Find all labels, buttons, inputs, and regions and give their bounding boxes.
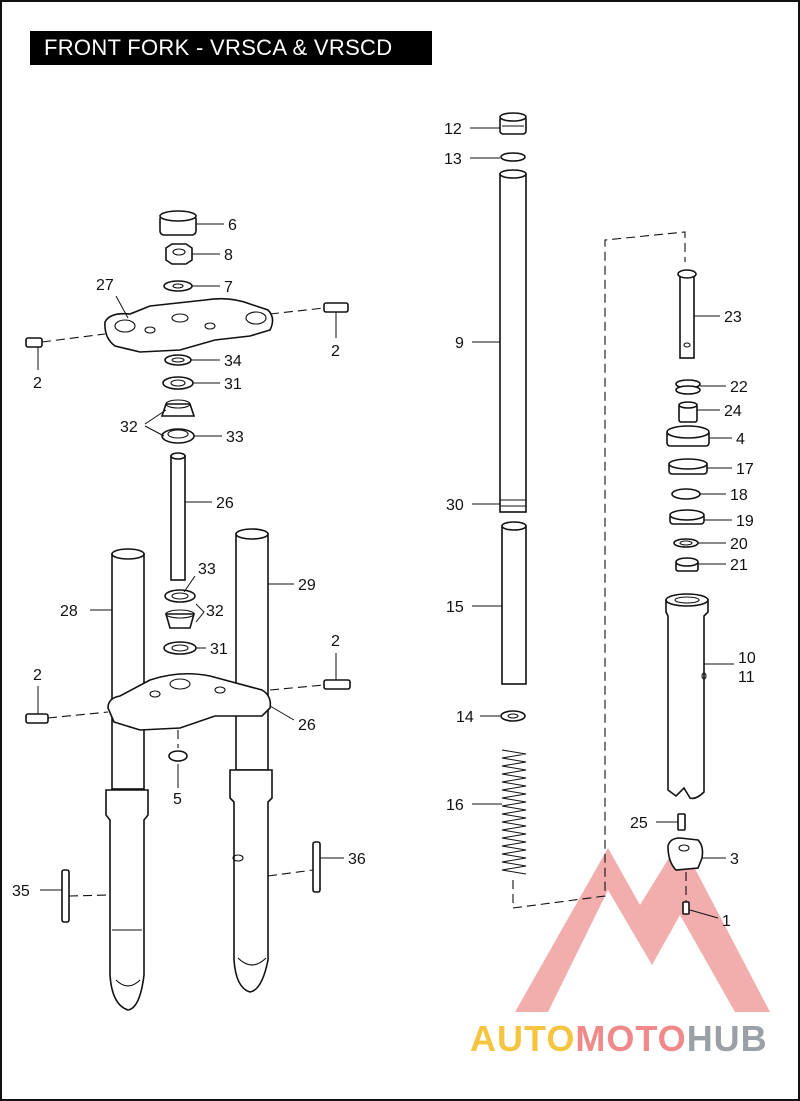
part-7-washer bbox=[163, 280, 193, 292]
part-10-11-fork-slider bbox=[665, 593, 709, 800]
watermark-text-hub: HUB bbox=[686, 1018, 768, 1059]
part-32-bearing-lower bbox=[164, 609, 196, 629]
watermark-logo bbox=[515, 840, 770, 1012]
part-24-bushing bbox=[678, 401, 698, 423]
callout-16: 16 bbox=[446, 797, 464, 814]
part-33-race-upper bbox=[161, 428, 195, 444]
part-2-bolt-upper-left bbox=[25, 333, 106, 348]
callout-8: 8 bbox=[224, 247, 233, 264]
callout-6: 6 bbox=[228, 217, 237, 234]
part-28-fork-tube-left bbox=[111, 548, 145, 790]
part-26-steering-stem bbox=[170, 452, 186, 581]
callout-11: 11 bbox=[738, 669, 755, 686]
callout-34: 34 bbox=[224, 353, 242, 370]
callout-30: 30 bbox=[446, 497, 464, 514]
callout-5: 5 bbox=[173, 791, 182, 808]
right-fork-slider bbox=[229, 769, 273, 993]
part-25-screw bbox=[677, 813, 686, 831]
callout-3: 3 bbox=[730, 851, 739, 868]
part-9-fork-tube bbox=[499, 169, 527, 513]
left-fork-slider bbox=[105, 789, 149, 1011]
callout-26-stem: 26 bbox=[216, 495, 234, 512]
callout-36: 36 bbox=[348, 851, 366, 868]
part-4-seal-holder bbox=[666, 425, 710, 447]
callout-9: 9 bbox=[455, 335, 464, 352]
callout-2-upper-left: 2 bbox=[33, 375, 42, 392]
callout-12: 12 bbox=[444, 121, 462, 138]
callout-28: 28 bbox=[60, 603, 78, 620]
watermark-text: AUTOMOTOHUB bbox=[470, 1018, 800, 1059]
part-21-bushing bbox=[675, 557, 699, 572]
part-2-bolt-lower-left bbox=[25, 711, 109, 724]
callout-4: 4 bbox=[736, 431, 745, 448]
watermark-text-moto: MOTO bbox=[575, 1018, 687, 1059]
part-2-bolt-lower-right bbox=[269, 679, 351, 691]
callout-14: 14 bbox=[456, 709, 474, 726]
callout-2-lower-right: 2 bbox=[331, 633, 340, 650]
part-13-o-ring bbox=[500, 152, 526, 162]
part-16-spring bbox=[501, 749, 527, 875]
part-6-cap bbox=[159, 210, 197, 236]
callout-24: 24 bbox=[724, 403, 742, 420]
callout-29: 29 bbox=[298, 577, 316, 594]
callout-2-upper-right: 2 bbox=[331, 343, 340, 360]
part-26-lower-bracket bbox=[107, 672, 272, 731]
callout-15: 15 bbox=[446, 599, 464, 616]
part-22-spring bbox=[675, 379, 701, 395]
callout-32-upper: 32 bbox=[120, 419, 138, 436]
part-29-fork-tube-right bbox=[235, 528, 269, 771]
diagram-title: FRONT FORK - VRSCA & VRSCD bbox=[30, 31, 432, 65]
callout-21: 21 bbox=[730, 557, 748, 574]
part-12-fork-cap bbox=[499, 112, 527, 135]
callout-7: 7 bbox=[224, 279, 233, 296]
part-20-bushing bbox=[673, 538, 699, 548]
callout-33-lower: 33 bbox=[198, 561, 216, 578]
callout-31-lower: 31 bbox=[210, 641, 228, 658]
callout-27: 27 bbox=[96, 277, 114, 294]
part-1-screw bbox=[682, 872, 690, 915]
leader-lines bbox=[37, 127, 734, 919]
callout-2-lower-left: 2 bbox=[33, 667, 42, 684]
watermark-text-auto: AUTO bbox=[470, 1018, 576, 1059]
callout-23: 23 bbox=[724, 309, 742, 326]
part-34-seal bbox=[164, 354, 192, 366]
callout-33-upper: 33 bbox=[226, 429, 244, 446]
callout-18: 18 bbox=[730, 487, 748, 504]
callout-17: 17 bbox=[736, 461, 754, 478]
part-36-reflector bbox=[267, 841, 321, 893]
part-18-retaining-ring bbox=[671, 488, 701, 500]
callout-22: 22 bbox=[730, 379, 748, 396]
callout-labels: 6 8 7 27 2 2 34 31 32 33 26 33 32 31 28 … bbox=[12, 121, 756, 930]
part-31-washer-upper bbox=[162, 376, 194, 390]
part-5-nut bbox=[168, 730, 188, 762]
part-31-washer-lower bbox=[163, 641, 197, 655]
part-15-spacer bbox=[501, 521, 527, 685]
callout-13: 13 bbox=[444, 151, 462, 168]
part-3-axle-cap bbox=[667, 837, 704, 871]
callout-10: 10 bbox=[738, 650, 756, 667]
callout-31-upper: 31 bbox=[224, 376, 242, 393]
part-8-nut bbox=[165, 243, 193, 265]
part-27-upper-bracket bbox=[104, 297, 274, 353]
part-33-race-lower bbox=[164, 589, 196, 603]
assembly-connector-line bbox=[512, 231, 686, 909]
callout-19: 19 bbox=[736, 513, 754, 530]
callout-20: 20 bbox=[730, 536, 748, 553]
part-14-washer bbox=[500, 710, 526, 722]
callout-35: 35 bbox=[12, 883, 30, 900]
part-23-damper-rod bbox=[677, 269, 697, 359]
callout-26-bracket: 26 bbox=[298, 717, 316, 734]
callout-25: 25 bbox=[630, 815, 648, 832]
callout-32-lower: 32 bbox=[206, 603, 224, 620]
callout-1: 1 bbox=[722, 913, 731, 930]
part-17-oil-seal bbox=[668, 458, 708, 475]
part-32-bearing-upper bbox=[160, 399, 196, 417]
part-35-reflector bbox=[61, 869, 109, 923]
part-19-washer bbox=[669, 509, 705, 525]
